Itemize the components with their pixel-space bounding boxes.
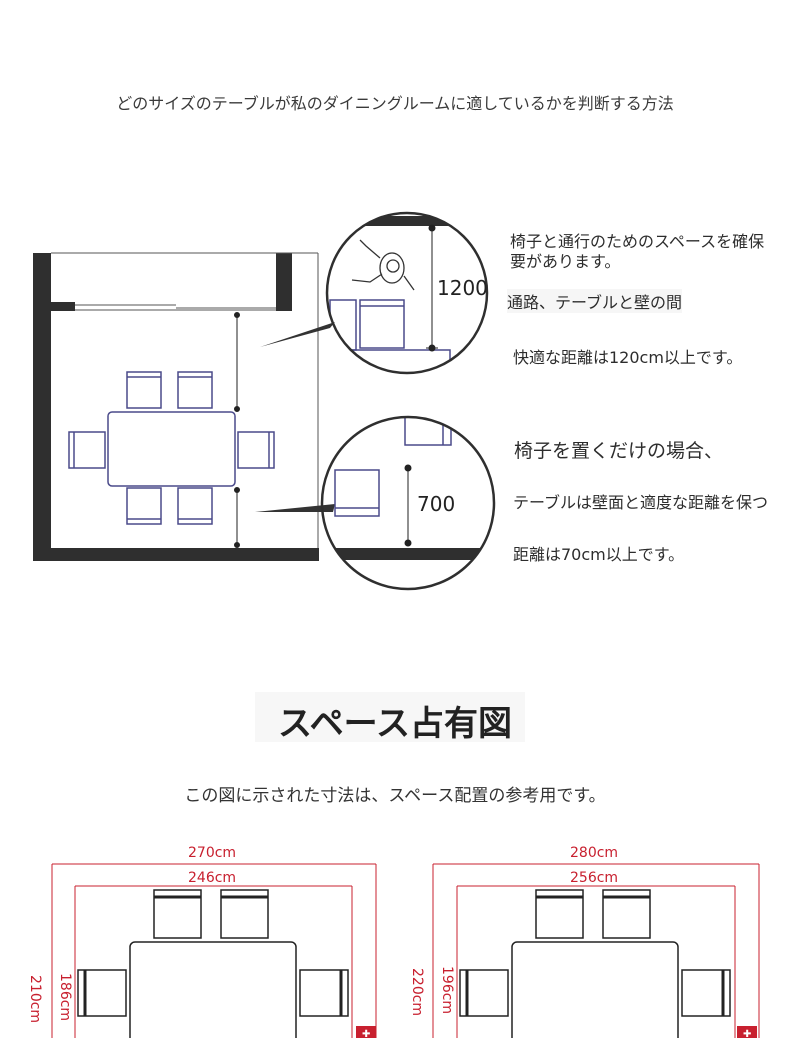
- marker-icon: [356, 1026, 376, 1038]
- chair: [459, 969, 509, 1017]
- room-diagram: [33, 211, 496, 591]
- chair: [126, 371, 162, 409]
- chair: [681, 969, 731, 1017]
- chair: [68, 431, 106, 469]
- chair: [535, 889, 584, 939]
- outer-depth-label: 210cm: [27, 975, 43, 1024]
- section-title: スペース占有図: [278, 704, 512, 744]
- marker-icon: [737, 1026, 757, 1038]
- chair: [602, 889, 651, 939]
- chair: [220, 889, 269, 939]
- dining-table: [511, 941, 679, 1038]
- space-plan-2: ✚: [432, 863, 760, 1038]
- room-dimension-markers: [234, 312, 240, 548]
- outer-depth-label: 220cm: [409, 968, 425, 1017]
- chair: [177, 371, 213, 409]
- inner-depth-label: 186cm: [57, 973, 73, 1022]
- svg-text:✚: ✚: [743, 1029, 751, 1038]
- aisle-magnifier: [325, 211, 489, 375]
- aisle-note-line: 椅子と通行のためのスペースを確保: [510, 232, 765, 251]
- aisle-distance-label: 1200: [437, 276, 488, 300]
- chair-note-line: 椅子を置くだけの場合、: [514, 440, 724, 462]
- callout-pointer: [255, 504, 335, 512]
- space-plan-1: ✚: [51, 863, 377, 1038]
- inner-depth-label: 196cm: [439, 966, 455, 1015]
- section-title-background: [255, 692, 525, 742]
- chair: [237, 431, 275, 469]
- inner-width-label: 246cm: [188, 870, 237, 886]
- aisle-note-line: 通路、テーブルと壁の間: [507, 289, 683, 313]
- room-walls: [33, 252, 319, 561]
- chair-note-line: テーブルは壁面と適度な距離を保つ: [513, 493, 769, 512]
- chair-magnifier: [320, 415, 496, 591]
- dimension-lines: [51, 863, 377, 1038]
- furniture: [459, 889, 731, 1038]
- chair: [77, 969, 127, 1017]
- chair-note-line: 距離は70cm以上です。: [513, 545, 685, 564]
- callout-pointer: [260, 322, 335, 347]
- aisle-note-line: 要があります。: [510, 252, 621, 271]
- aisle-note-line: 快適な距離は120cm以上です。: [513, 348, 743, 367]
- chair: [177, 487, 213, 525]
- svg-text:✚: ✚: [362, 1029, 370, 1038]
- dimension-lines: [432, 863, 760, 1038]
- outer-width-label: 270cm: [188, 845, 237, 861]
- person-icon: [351, 239, 415, 291]
- chair: [126, 487, 162, 525]
- dining-set: [68, 371, 275, 525]
- section-subtitle: この図に示された寸法は、スペース配置の参考用です。: [184, 786, 606, 806]
- inner-width-label: 256cm: [570, 870, 619, 886]
- chair: [153, 889, 202, 939]
- dining-table: [107, 411, 236, 487]
- outer-width-label: 280cm: [570, 845, 619, 861]
- dining-table: [129, 941, 297, 1038]
- page-heading: どのサイズのテーブルが私のダイニングルームに適しているかを判断する方法: [116, 94, 674, 113]
- chair-distance-label: 700: [417, 492, 456, 516]
- chair: [299, 969, 349, 1017]
- furniture: [77, 889, 349, 1038]
